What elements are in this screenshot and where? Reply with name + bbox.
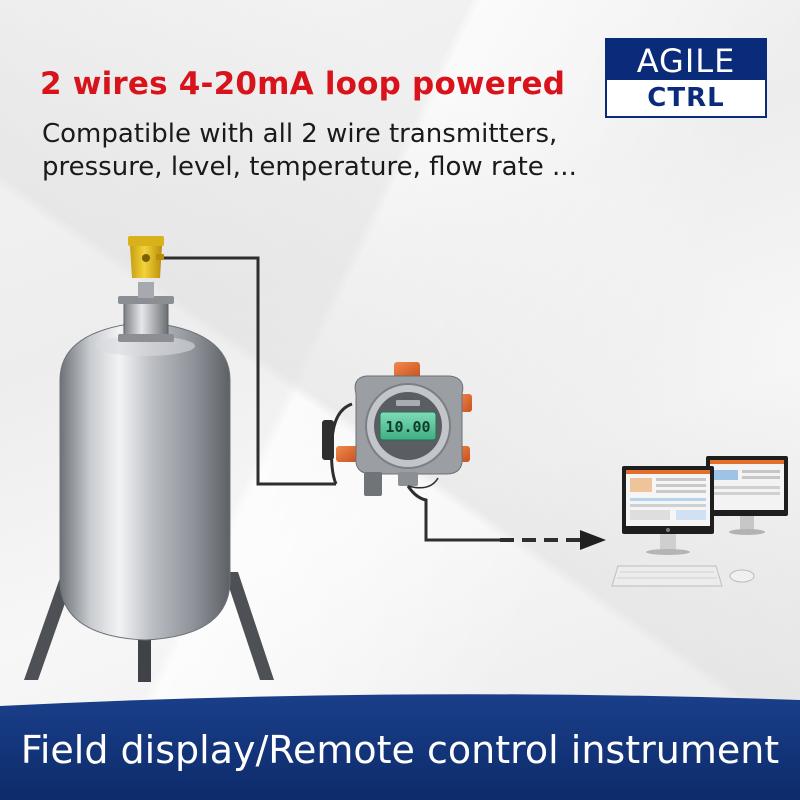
- compatibility-line: pressure, level, temperature, flow rate …: [42, 152, 577, 182]
- lcd-display-value: 10.00: [385, 418, 430, 436]
- field-display-instrument-icon: 10.00: [322, 362, 472, 496]
- tank-flange: [118, 282, 174, 342]
- footer-band: [0, 694, 800, 800]
- logo-bottom-text: CTRL: [647, 83, 725, 113]
- footer-title: Field display/Remote control instrument: [20, 728, 780, 772]
- compatibility-text: Compatible with all 2 wire transmitters,…: [42, 118, 662, 184]
- storage-tank-icon: [59, 321, 231, 641]
- compatibility-line: Compatible with all 2 wire transmitters,: [42, 119, 558, 149]
- brand-logo: AGILE CTRL: [605, 38, 767, 118]
- logo-top-text: AGILE: [607, 40, 765, 80]
- level-sensor-icon: [128, 236, 164, 278]
- headline: 2 wires 4-20mA loop powered: [40, 66, 566, 102]
- keyboard-icon: [611, 565, 723, 587]
- computer-monitor-icon: [622, 456, 788, 555]
- signal-arrow-icon: [406, 477, 606, 550]
- mouse-icon: [729, 569, 755, 583]
